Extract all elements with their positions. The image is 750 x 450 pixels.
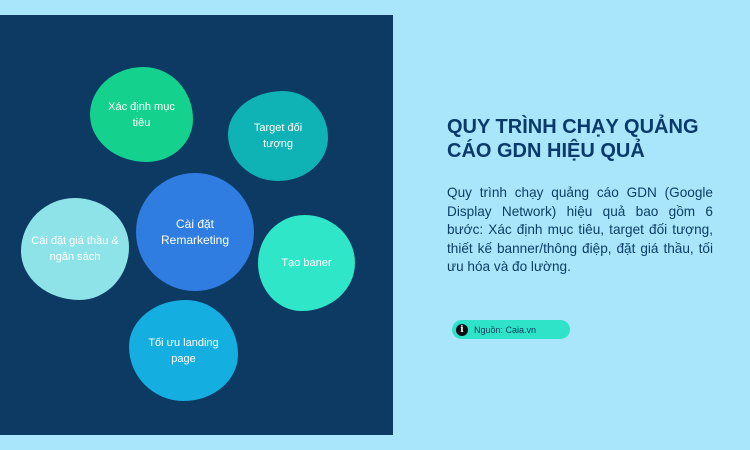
- page-title: QUY TRÌNH CHẠY QUẢNG CÁO GDN HIỆU QUẢ: [447, 116, 699, 162]
- step-create-banner: Tạo baner: [258, 215, 355, 311]
- step-target-audience-label: Target đối tượng: [253, 122, 303, 150]
- description-text: Quy trình chạy quảng cáo GDN (Google Dis…: [447, 185, 713, 274]
- source-badge: i Nguồn: Caia.vn: [452, 320, 570, 339]
- step-bid-budget: Cài đặt giá thầu & ngân sách: [21, 198, 129, 300]
- step-landing-page-label: Tối ưu landing page: [148, 336, 219, 365]
- step-bid-budget-label: Cài đặt giá thầu & ngân sách: [31, 235, 119, 263]
- info-icon: i: [456, 323, 468, 336]
- center-remarketing-label: Cài đặt Remarketing: [160, 217, 230, 247]
- source-label: Nguồn: Caia.vn: [474, 324, 537, 335]
- step-define-goal-label: Xác định mục tiêu: [108, 100, 175, 129]
- step-landing-page: Tối ưu landing page: [129, 300, 238, 401]
- center-remarketing: Cài đặt Remarketing: [136, 173, 254, 291]
- diagram-panel: Xác định mục tiêu Target đối tượng Cài đ…: [0, 15, 393, 435]
- step-define-goal: Xác định mục tiêu: [90, 67, 193, 162]
- step-target-audience: Target đối tượng: [228, 91, 328, 181]
- step-create-banner-label: Tạo baner: [281, 257, 332, 269]
